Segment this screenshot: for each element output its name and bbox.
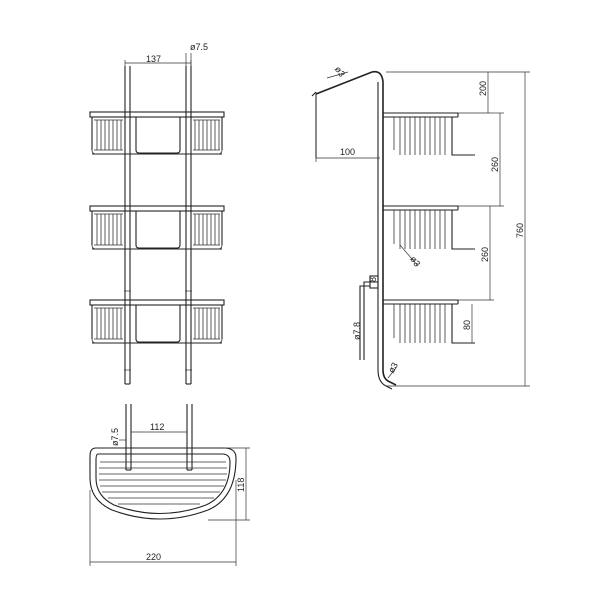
- side-mid-wire-label: ø3: [408, 254, 422, 268]
- side-basket-1: [383, 112, 475, 156]
- side-top-clearance-label: 200: [478, 81, 488, 96]
- side-basket-3: [383, 299, 475, 344]
- side-dim-bottom-wire: ø3: [386, 361, 400, 379]
- side-basket-2: ø3: [383, 205, 475, 268]
- plan-rods: [125, 404, 193, 471]
- plan-dim-rod: ø7.5: [110, 428, 126, 446]
- plan-dim-pitch: 112: [131, 422, 187, 433]
- front-dim-pitch: 137: [124, 54, 192, 66]
- plan-outline: [89, 447, 237, 520]
- side-bottom-wire-label: ø3: [386, 361, 400, 375]
- side-dim-depth: 100: [315, 92, 380, 162]
- plan-depth-label: 118: [236, 478, 246, 492]
- front-view: 137 ø7.5: [89, 42, 225, 385]
- side-depth-label: 100: [340, 147, 355, 157]
- side-dim-basket-height: 80: [462, 304, 473, 343]
- side-lower-spacing-label: 260: [480, 247, 490, 262]
- side-dim-upper-spacing: 260: [458, 112, 504, 207]
- plan-view: ø7.5 112 118 220: [89, 404, 250, 566]
- front-basket-2: [89, 205, 225, 250]
- side-clamp-size-label: 8: [368, 277, 378, 282]
- front-rods: [124, 66, 192, 385]
- side-top-wire-label: ø3: [333, 64, 347, 78]
- plan-wires: [99, 461, 227, 505]
- side-clamp-diameter-label: ø7.8: [352, 322, 362, 340]
- plan-rod-diameter-label: ø7.5: [110, 428, 120, 446]
- front-basket-3-wires: [94, 307, 220, 340]
- front-basket-1-wires: [94, 119, 220, 151]
- front-basket-3: [89, 299, 225, 344]
- side-dim-lower-spacing: 260: [458, 206, 494, 301]
- side-dim-top-clearance: 200: [458, 72, 492, 114]
- front-dim-rod: ø7.5: [185, 42, 208, 66]
- side-upper-spacing-label: 260: [490, 157, 500, 172]
- plan-pitch-label: 112: [150, 422, 164, 432]
- front-basket-2-wires: [94, 213, 220, 246]
- side-dim-top-wire: ø3: [326, 64, 349, 79]
- side-view: ø3 100: [311, 64, 530, 390]
- side-main-rod: [315, 70, 397, 386]
- side-dim-total-height: 760: [515, 72, 526, 386]
- front-rod-diameter-label: ø7.5: [190, 42, 208, 52]
- plan-width-label: 220: [146, 552, 161, 562]
- front-pitch-label: 137: [146, 54, 161, 64]
- side-clamp: 8 ø7.8: [352, 275, 379, 360]
- plan-dim-depth: 118: [208, 447, 250, 521]
- side-basket-height-label: 80: [462, 320, 472, 330]
- side-total-height-label: 760: [515, 223, 525, 238]
- front-basket-1: [89, 111, 225, 155]
- plan-dim-width: 220: [89, 480, 237, 566]
